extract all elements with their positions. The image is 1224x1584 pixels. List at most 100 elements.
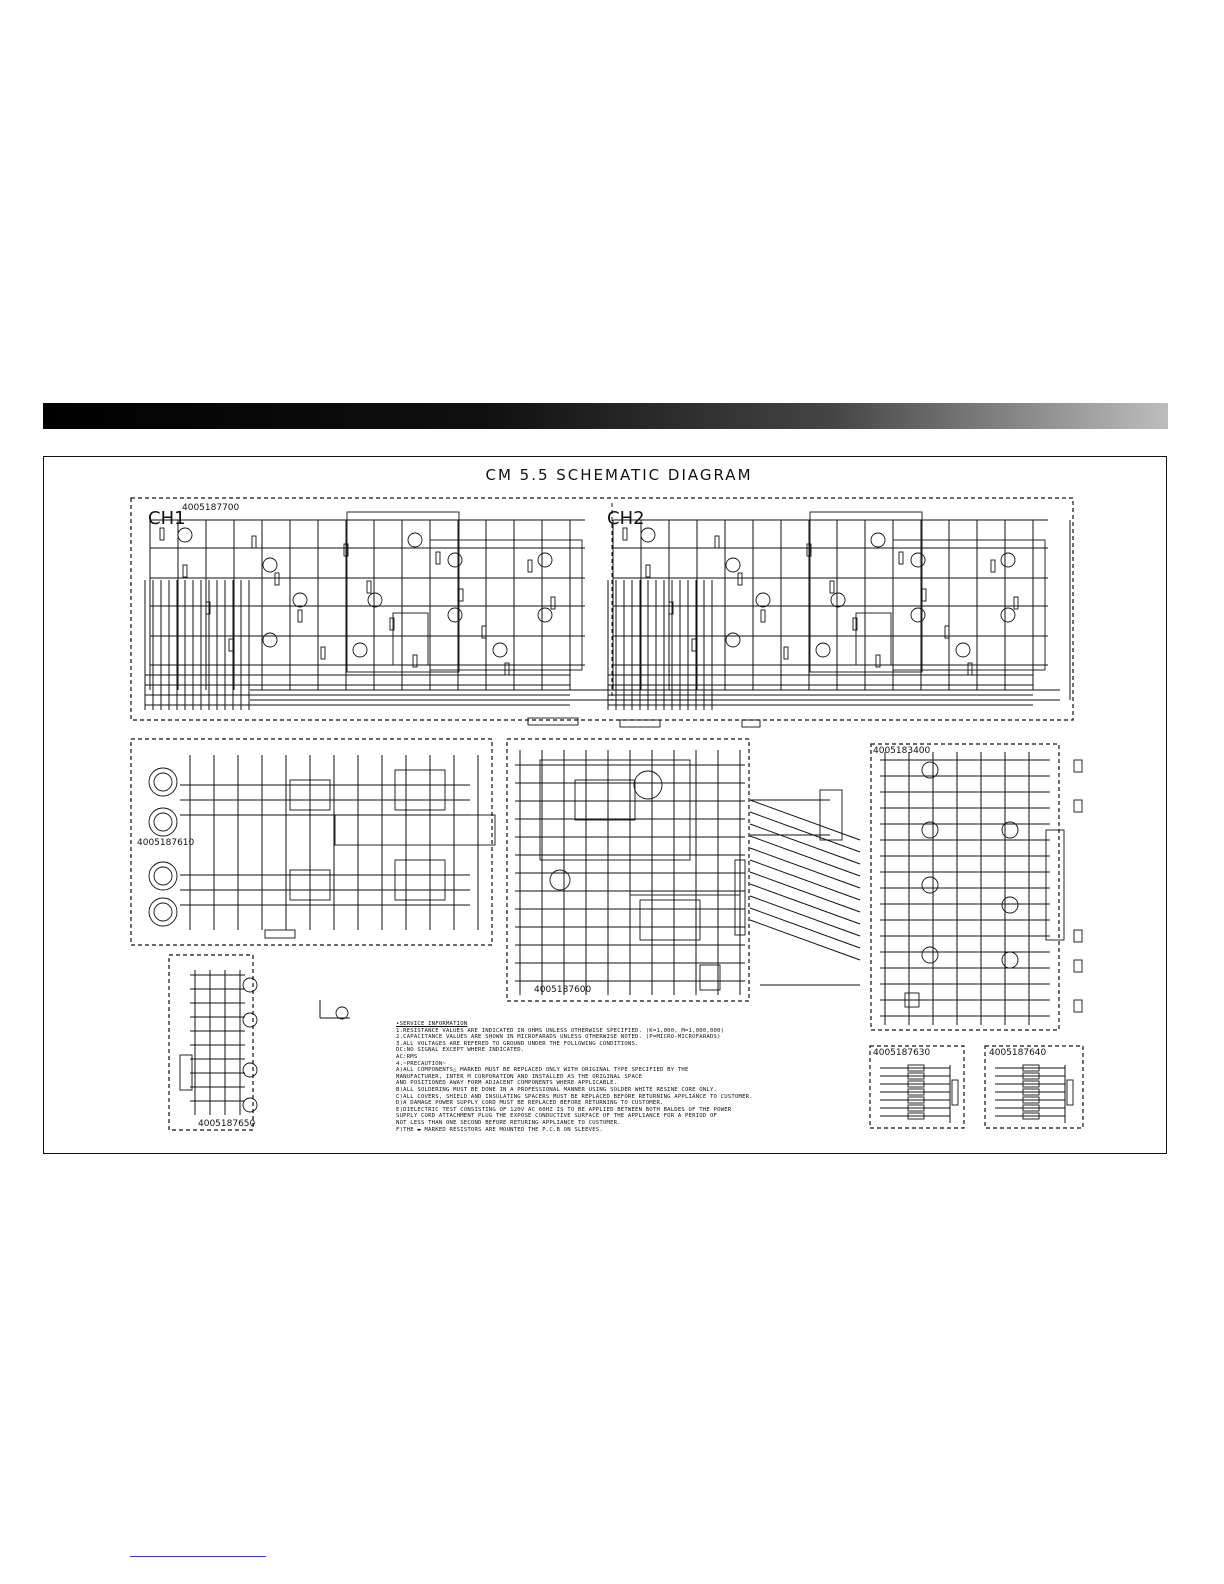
bias-block: [855, 612, 892, 666]
small-board-b-outline: [984, 1045, 1084, 1129]
service-note-line: 4.~PRECAUTION~: [396, 1060, 446, 1067]
wire: [749, 871, 861, 913]
resistor-symbol: [829, 580, 835, 594]
service-note-line: B)ALL SOLDERING MUST BE DONE IN A PROFES…: [396, 1086, 718, 1093]
led-array-segment: [1022, 1088, 1040, 1096]
header-gradient-bar: [43, 403, 1168, 429]
xlr-jack-inner: [153, 866, 173, 886]
relay-symbol: [699, 964, 721, 991]
transistor-symbol: [640, 527, 656, 543]
transistor-symbol: [910, 607, 926, 623]
service-note-line: 1.RESISTANCE VALUES ARE INDICATED IN OHM…: [396, 1027, 725, 1034]
service-note-line: NOT LESS THAN ONE SECOND BEFORE RETURING…: [396, 1119, 621, 1126]
resistor-symbol: [550, 596, 556, 610]
output-jack-symbol: [242, 1012, 258, 1028]
resistor-symbol: [481, 625, 487, 639]
service-note-line: MANUFACTURER, INTER M CORPORATION AND IN…: [396, 1073, 643, 1080]
connector-strip: [527, 717, 579, 726]
diagram-title: CM 5.5 SCHEMATIC DIAGRAM: [485, 466, 753, 484]
transistor-symbol: [755, 592, 771, 608]
transistor-symbol: [1000, 607, 1016, 623]
service-note-line: F)THE ▬ MARKED RESISTORS ARE MOUNTED THE…: [396, 1126, 603, 1133]
led-array-segment: [1022, 1096, 1040, 1104]
resistor-symbol: [875, 654, 881, 668]
led-array-segment: [907, 1080, 925, 1088]
output-jack-symbol: [242, 977, 258, 993]
transistor-symbol: [537, 552, 553, 568]
xlr-jack-symbol: [148, 897, 178, 927]
output-stage-block: [809, 511, 923, 673]
connector-strip: [264, 929, 296, 939]
resistor-symbol: [389, 617, 395, 631]
transistor-symbol: [352, 642, 368, 658]
output-terminal: [1073, 959, 1083, 973]
resistor-symbol: [159, 527, 165, 541]
bias-block: [392, 612, 429, 666]
xlr-jack-inner: [153, 812, 173, 832]
resistor-symbol: [297, 609, 303, 623]
op-amp-block: [394, 859, 446, 901]
bottom-left-board-part-number: 4005187650: [198, 1119, 256, 1129]
service-note-line: AC:RMS: [396, 1053, 418, 1060]
transistor-symbol: [921, 761, 939, 779]
transistor-symbol: [262, 632, 278, 648]
transistor-symbol: [262, 557, 278, 573]
driver-stage-block: [892, 539, 1046, 671]
led-array-segment: [907, 1104, 925, 1112]
transistor-symbol: [921, 821, 939, 839]
led-array-segment: [1022, 1072, 1040, 1080]
resistor-symbol: [714, 535, 720, 549]
service-information-lines: 1.RESISTANCE VALUES ARE INDICATED IN OHM…: [396, 1028, 816, 1134]
led-array-segment: [907, 1096, 925, 1104]
ch-amp-board-outline: [130, 497, 1074, 721]
ch2-label: CH2: [607, 508, 645, 529]
op-amp-block: [289, 779, 331, 811]
service-information: •SERVICE INFORMATION 1.RESISTANCE VALUES…: [396, 1021, 816, 1133]
resistor-symbol: [622, 527, 628, 541]
wire: [749, 895, 861, 937]
led-array-segment: [907, 1112, 925, 1120]
wire: [749, 847, 861, 889]
transistor-symbol: [447, 607, 463, 623]
xlr-jack-symbol: [148, 807, 178, 837]
resistor-symbol: [527, 559, 533, 573]
led-symbol: [904, 992, 920, 1008]
bottom-left-board-outline: [168, 954, 254, 1131]
rectifier-block: [629, 854, 741, 896]
resistor-symbol: [435, 551, 441, 565]
bridge-rectifier-symbol: [633, 770, 663, 800]
transistor-symbol: [1001, 896, 1019, 914]
led-array-segment: [907, 1072, 925, 1080]
transistor-symbol: [367, 592, 383, 608]
op-amp-block: [289, 869, 331, 901]
wire: [749, 823, 861, 865]
wire: [749, 811, 861, 853]
resistor-symbol: [668, 601, 674, 615]
transistor-symbol: [870, 532, 886, 548]
connector-strip: [741, 719, 761, 728]
right-board-part-number: 4005183400: [873, 746, 931, 756]
resistor-symbol: [921, 588, 927, 602]
resistor-symbol: [504, 662, 510, 676]
right-board-outline: [870, 743, 1060, 1031]
wire: [749, 883, 861, 925]
resistor-symbol: [806, 543, 812, 557]
footer-link-underline: [130, 1556, 266, 1557]
service-note-line: AND POSITIONED AWAY FORM ADJACENT COMPON…: [396, 1080, 618, 1087]
transistor-symbol: [492, 642, 508, 658]
terminal-strip: [179, 1054, 193, 1091]
resistor-symbol: [274, 572, 280, 586]
resistor-symbol: [320, 646, 326, 660]
resistor-symbol: [458, 588, 464, 602]
resistor-symbol: [898, 551, 904, 565]
regulator-ic: [574, 779, 636, 821]
led-array-segment: [1022, 1104, 1040, 1112]
xlr-jack-symbol: [148, 767, 178, 797]
resistor-symbol: [343, 543, 349, 557]
power-board-part-number: 4005187600: [534, 985, 592, 995]
fuse-symbol: [335, 1006, 349, 1020]
power-transistor-symbol: [549, 869, 571, 891]
rectifier-block: [639, 899, 701, 941]
resistor-symbol: [1013, 596, 1019, 610]
